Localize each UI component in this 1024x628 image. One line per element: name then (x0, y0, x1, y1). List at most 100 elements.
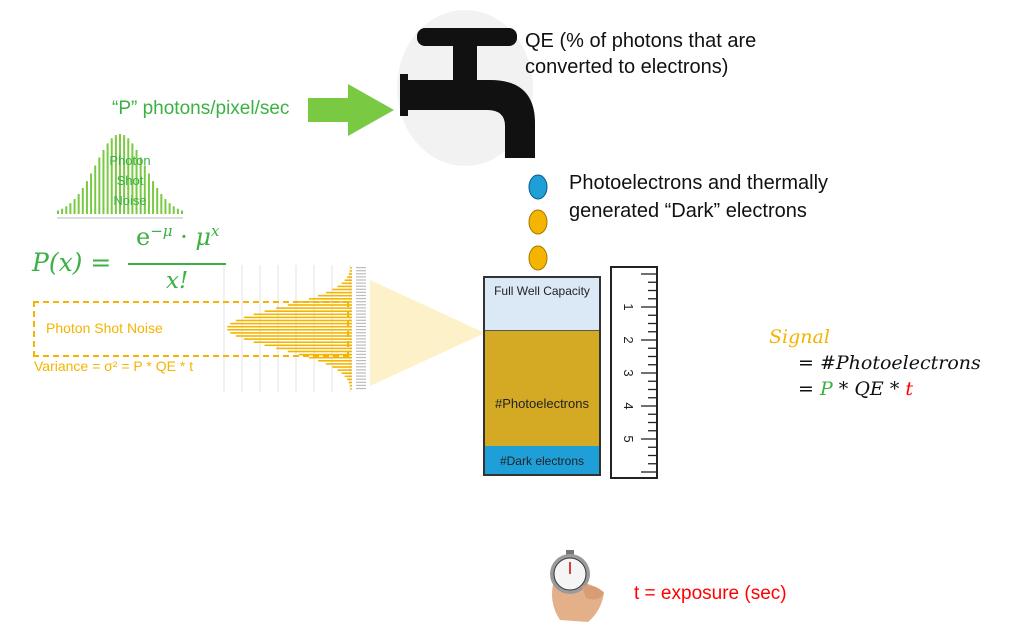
shot-noise-title: Photon Shot Noise (46, 320, 163, 336)
big-hist-bar (235, 335, 352, 337)
small-hist-bar (176, 208, 179, 214)
small-hist-bar (114, 135, 117, 214)
big-hist-bar (287, 304, 352, 306)
big-hist-tick-label (356, 344, 366, 346)
big-hist-bar (337, 369, 352, 371)
big-hist-bar (227, 325, 352, 328)
big-hist-bar (325, 291, 352, 294)
small-hist-bar (106, 143, 109, 214)
big-hist-bar (298, 353, 352, 356)
big-hist-tick-label (356, 387, 366, 390)
big-hist-tick-label (356, 291, 366, 293)
small-hist-bar (152, 181, 155, 214)
small-hist-bar (168, 203, 171, 214)
big-hist-bar (341, 372, 352, 374)
dark-electrons-region (485, 446, 599, 474)
small-hist-bar (119, 134, 121, 214)
small-hist-bar (172, 206, 175, 214)
big-hist-tick-label (356, 313, 366, 315)
faucet-icon (397, 10, 535, 166)
formula-divider (128, 263, 226, 265)
small-hist-bar (61, 208, 64, 214)
small-hist-bar (73, 199, 76, 214)
full-well-region (485, 278, 599, 331)
big-hist-tick-label (356, 381, 366, 383)
big-hist-tick-label (356, 307, 366, 309)
big-hist-bar (287, 350, 352, 353)
photoelectrons-region (485, 331, 599, 446)
big-hist-bar (344, 279, 352, 281)
small-hist-bar (98, 157, 101, 214)
dark-electrons-label: #Dark electrons (499, 454, 585, 468)
small-hist-bar (57, 210, 59, 214)
small-hist-bar (81, 188, 84, 214)
qe-label-line1: QE (% of photons that are (525, 30, 757, 52)
variance-label: Variance = σ² = P * QE * t (34, 358, 194, 374)
big-hist-tick-label (356, 279, 366, 281)
small-hist-bar (90, 173, 93, 214)
big-hist-bar (349, 384, 352, 387)
big-hist-bar (318, 360, 352, 362)
big-hist-tick-label (356, 267, 366, 269)
big-hist-tick-label (356, 288, 366, 290)
big-hist-bar (348, 381, 352, 384)
projection-beam (370, 280, 485, 386)
formula-lhs: P(x) = (32, 248, 112, 277)
big-hist-bar (230, 322, 352, 325)
small-hist-bar (164, 199, 167, 214)
small-hist-bar (85, 181, 88, 214)
ruler-number: 4 (621, 402, 636, 409)
big-hist-tick-label (356, 329, 366, 331)
big-hist-tick-label (356, 294, 366, 297)
big-hist-tick-label (356, 338, 366, 340)
exposure-label: t = exposure (sec) (634, 583, 787, 604)
big-hist-bar (344, 375, 352, 378)
big-hist-tick-label (356, 369, 366, 371)
big-hist-tick-label (356, 332, 366, 334)
big-hist-tick-label (356, 273, 366, 275)
small-hist-bar (135, 149, 138, 214)
big-hist-bar (253, 313, 352, 316)
big-hist-tick-label (356, 384, 366, 386)
stopwatch-icon (550, 550, 604, 622)
small-hist-label-1: Photon (109, 153, 151, 168)
small-hist-bar (77, 194, 80, 214)
ruler-number: 5 (621, 435, 636, 442)
small-hist-label-2: Shot (116, 173, 144, 188)
big-hist-tick-label (356, 347, 366, 349)
photoelectrons-label: #Photoelectrons (495, 396, 589, 411)
big-hist-tick-label (356, 322, 366, 324)
signal-p: P (819, 378, 833, 400)
small-hist-bar (139, 157, 142, 214)
input-photons-label: “P” photons/pixel/sec (112, 98, 290, 119)
signal-t: t (905, 378, 914, 400)
big-hist-bar (253, 341, 352, 343)
big-hist-tick-label (356, 360, 366, 362)
big-hist-bar (347, 378, 352, 381)
ruler-number: 3 (621, 369, 636, 376)
big-hist-tick-label (356, 363, 366, 365)
big-hist-bar (309, 298, 352, 300)
small-hist-bar (110, 138, 113, 214)
small-hist-label: Photon Shot Noise (95, 151, 165, 211)
small-hist-bar (69, 203, 72, 214)
shot-noise-box (33, 301, 349, 357)
full-well-label: Full Well Capacity (494, 284, 590, 298)
small-hist-bar (127, 138, 130, 214)
big-hist-bar (235, 319, 352, 322)
big-hist-tick-label (356, 276, 366, 278)
electrons-label-line1: Photoelectrons and thermally (569, 172, 829, 194)
big-hist-bar (337, 285, 352, 288)
big-hist-tick-label (356, 270, 366, 272)
small-hist-bar (143, 165, 146, 214)
big-hist-bar (276, 347, 352, 350)
ruler-number: 1 (621, 303, 636, 310)
small-hist-bar (160, 194, 163, 214)
big-hist-bar (230, 332, 352, 334)
big-hist-bar (341, 282, 352, 285)
big-hist-tick-label (356, 341, 366, 343)
signal-line1: = #Photoelectrons (798, 352, 981, 374)
small-hist-bar (94, 165, 97, 214)
big-hist-tick-label (356, 366, 366, 368)
